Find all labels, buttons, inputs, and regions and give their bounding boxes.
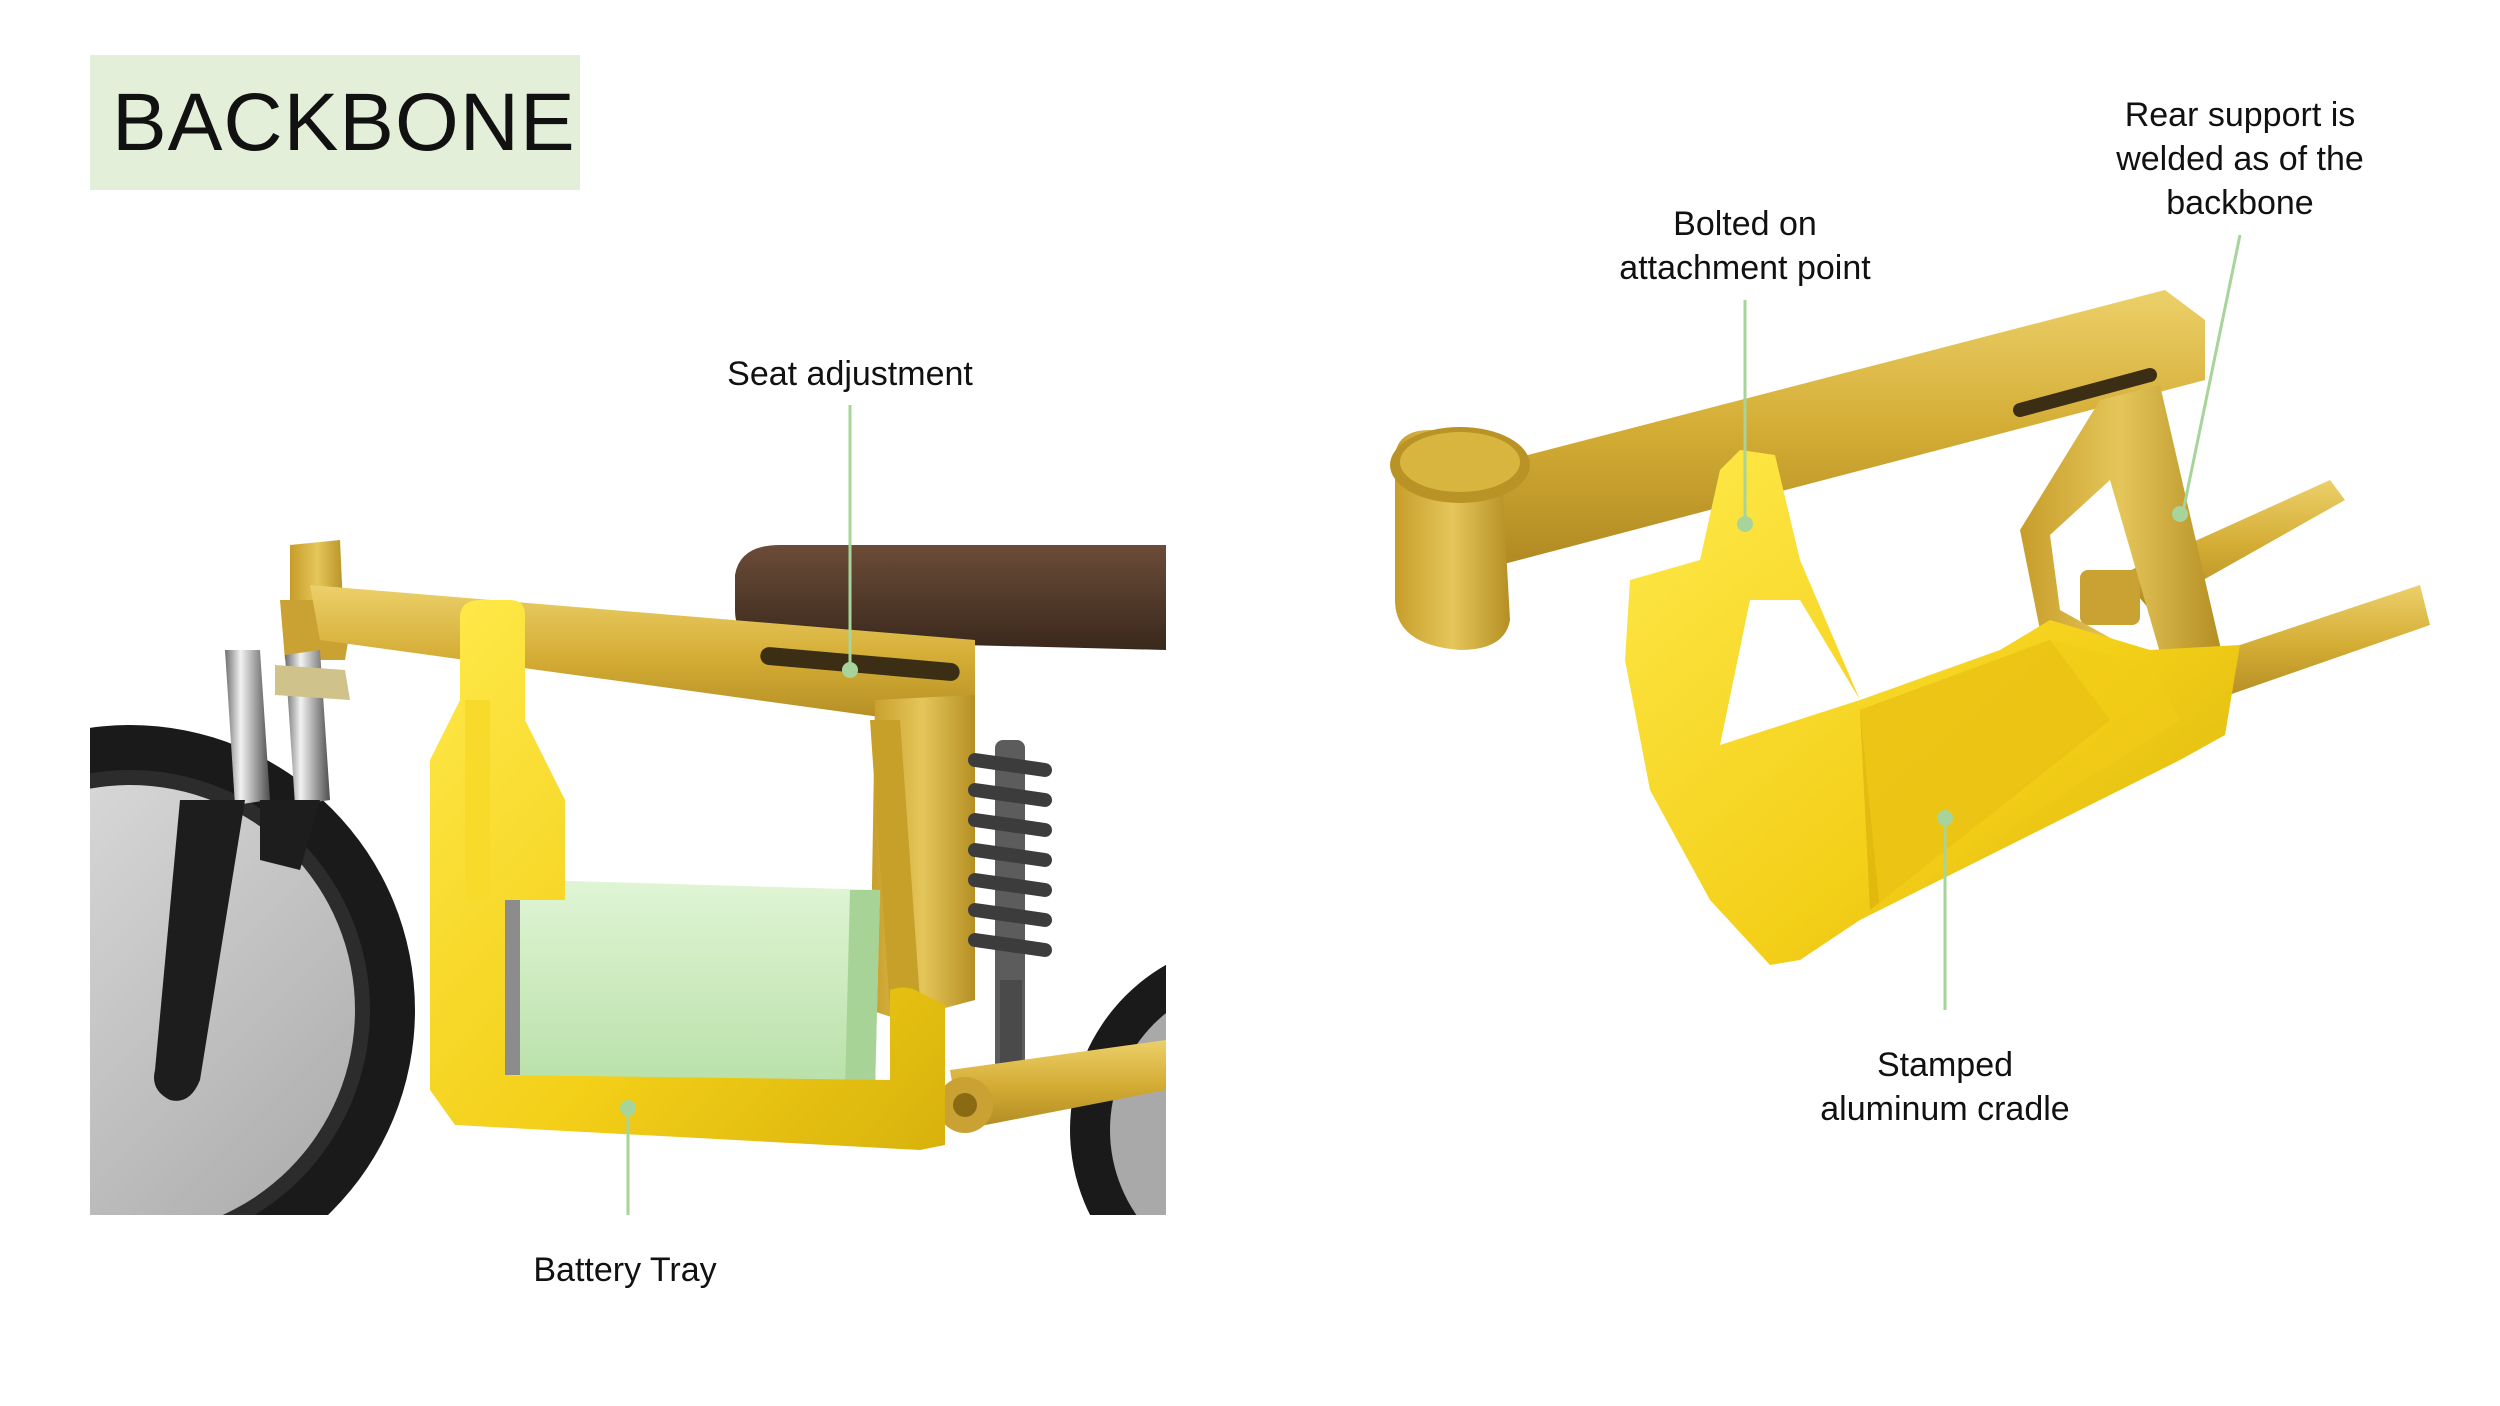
seat-adjustment-slot [760, 647, 960, 681]
title-background [90, 55, 580, 190]
stamped-cradle [1625, 450, 2240, 965]
left-leader-lines [620, 405, 858, 1215]
left-bike-view [90, 540, 1166, 1215]
battery-tray [430, 600, 945, 1150]
right-backbone-view [1390, 290, 2430, 965]
backbone-beam [1470, 290, 2205, 565]
stamped-cradle-label: Stamped aluminum cradle [1820, 1046, 2070, 1128]
battery-tray-label: Battery Tray [533, 1251, 717, 1289]
head-tube-cylinder [1390, 427, 1530, 650]
rear-support-struts-lower [2180, 585, 2430, 705]
front-fork [154, 650, 350, 1101]
page-title: BACKBONE [112, 76, 576, 168]
bolted-attachment-label: Bolted on attachment point [1619, 205, 1871, 287]
right-leader-lines [1737, 234, 2242, 1010]
swing-arm [950, 1040, 1166, 1130]
seat-adjustment-label: Seat adjustment [727, 355, 973, 393]
shock-absorber [968, 740, 1052, 1100]
rear-support-label: Rear support is welded as of the backbon… [2116, 96, 2364, 222]
rear-wheel [1070, 964, 1166, 1215]
page-title-box: BACKBONE [90, 55, 580, 190]
seat [735, 545, 1166, 650]
battery [495, 880, 880, 1090]
